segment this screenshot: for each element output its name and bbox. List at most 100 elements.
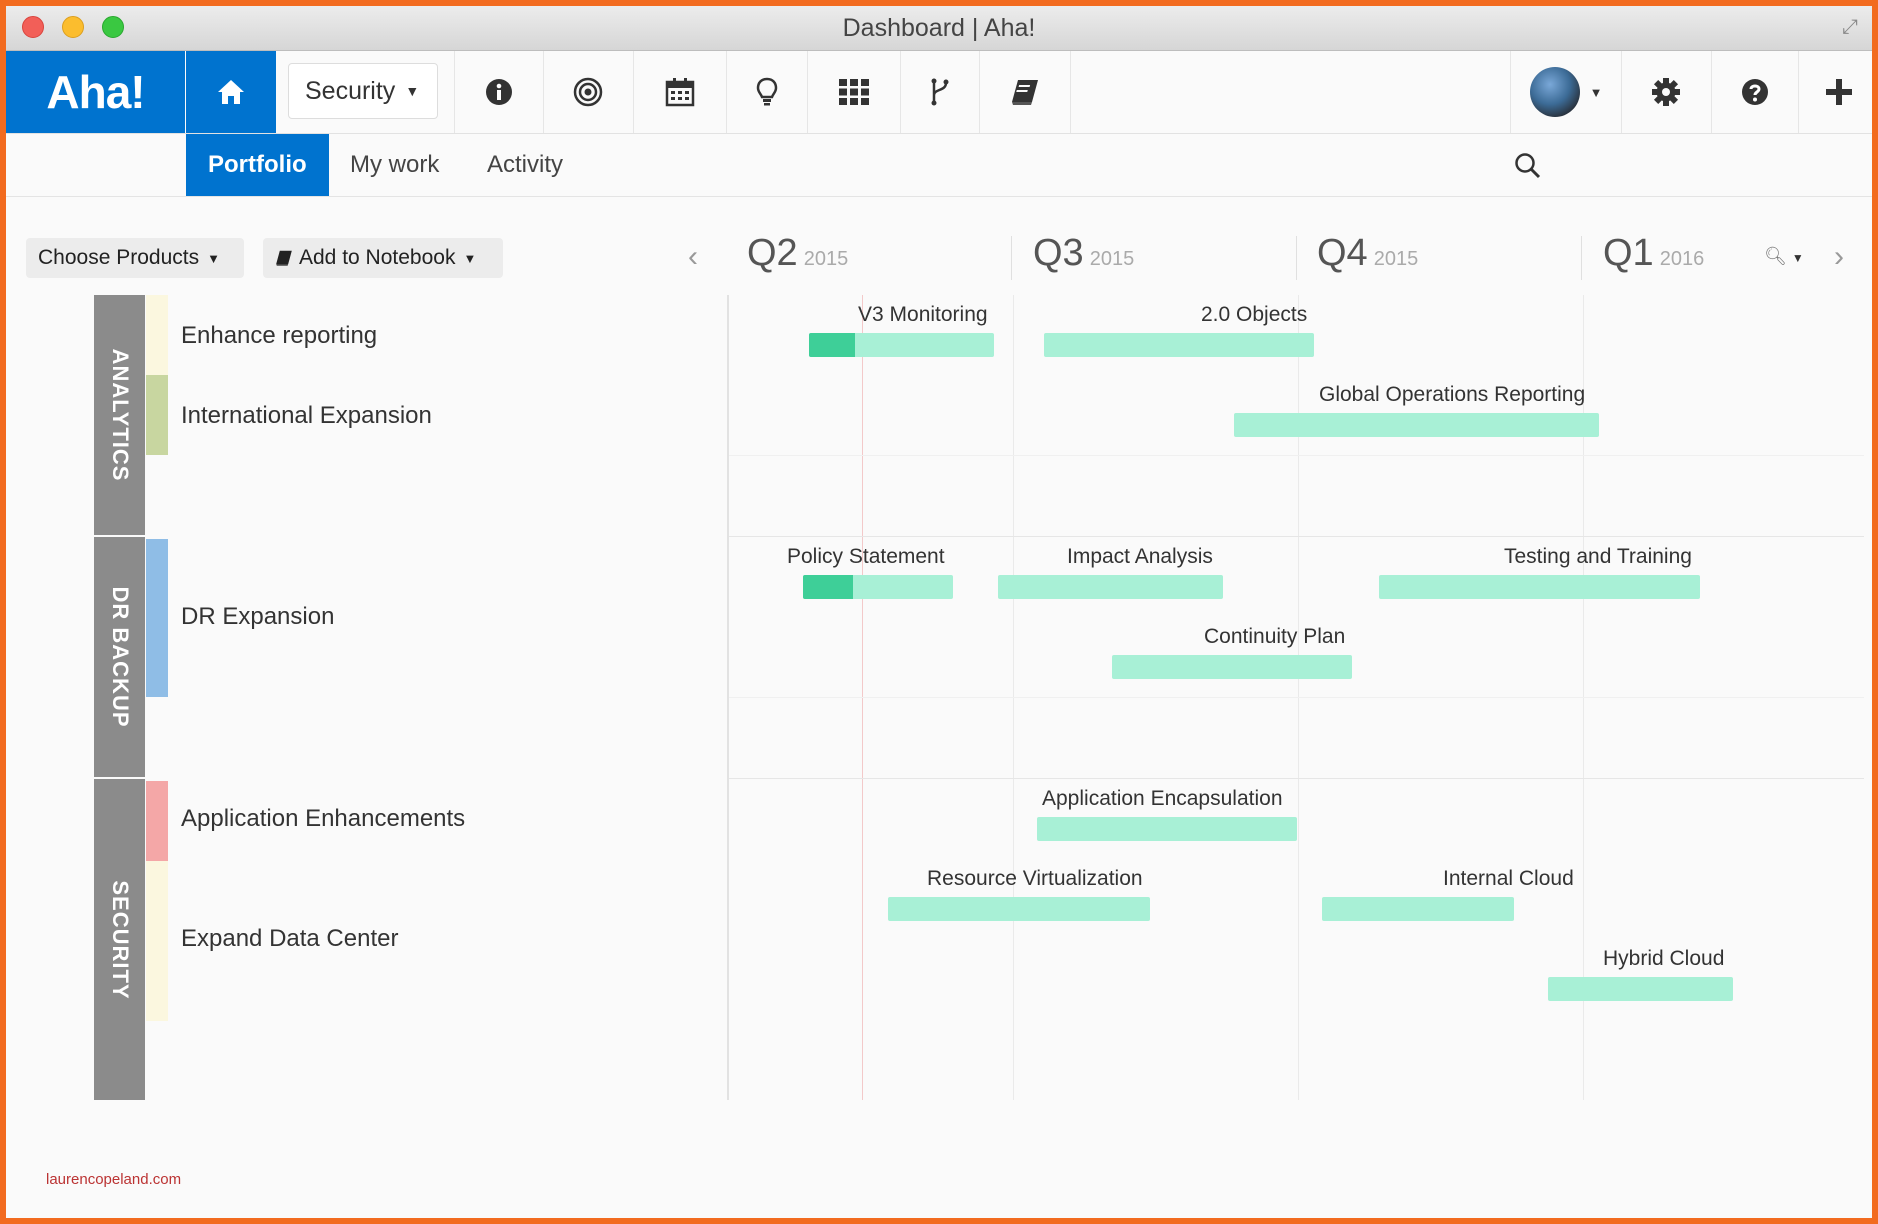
minimize-window-button[interactable] xyxy=(62,16,84,38)
settings-button[interactable] xyxy=(1621,51,1712,133)
quarter-divider xyxy=(1011,236,1012,280)
initiative-color-strip xyxy=(146,861,168,1021)
bar-label: Internal Cloud xyxy=(1443,867,1574,890)
home-button[interactable] xyxy=(186,51,276,133)
notebooks-button[interactable] xyxy=(980,51,1071,133)
top-navbar: Aha! Security ▼ ▼ xyxy=(6,51,1872,134)
watermark-text: laurencopeland.com xyxy=(46,1171,182,1188)
quarter-year: 2015 xyxy=(803,248,849,270)
bar-progress xyxy=(803,575,853,599)
notebook-icon xyxy=(1012,80,1038,105)
section-divider xyxy=(729,778,1864,779)
quarter-label: Q4 xyxy=(1317,232,1368,274)
fullscreen-icon[interactable]: ⤢ xyxy=(1842,16,1858,38)
bar-progress xyxy=(809,333,856,357)
title-bar: Dashboard | Aha! ⤢ xyxy=(6,6,1872,51)
chevron-down-icon: ▼ xyxy=(1791,251,1804,265)
gear-icon xyxy=(1652,78,1680,106)
quarter-year: 2015 xyxy=(1089,248,1135,270)
user-menu-button[interactable]: ▼ xyxy=(1510,51,1622,133)
zoom-window-button[interactable] xyxy=(102,16,124,38)
avatar xyxy=(1529,67,1580,117)
release-bar-v3-monitoring[interactable] xyxy=(809,333,994,357)
add-to-notebook-button[interactable]: Add to Notebook ▼ xyxy=(263,238,503,278)
zoom-menu-button[interactable]: 🔍︎ ▼ xyxy=(1764,246,1804,267)
help-button[interactable] xyxy=(1712,51,1799,133)
calendar-button[interactable] xyxy=(634,51,727,133)
chevron-right-icon: › xyxy=(1834,240,1844,273)
release-bar-application-encapsulation[interactable] xyxy=(1037,817,1297,841)
search-button[interactable] xyxy=(1514,152,1542,185)
tab-portfolio[interactable]: Portfolio xyxy=(186,134,329,196)
initiative-enhance-reporting[interactable]: Enhance reporting xyxy=(181,322,378,349)
integrations-button[interactable] xyxy=(901,51,980,133)
release-bar-policy-statement[interactable] xyxy=(803,575,953,599)
section-label-analytics: ANALYTICS xyxy=(94,295,145,535)
release-bar-global-operations-reporting[interactable] xyxy=(1234,413,1599,437)
quarter-divider xyxy=(1581,236,1582,280)
add-to-notebook-label: Add to Notebook xyxy=(299,246,456,269)
chevron-left-icon: ‹ xyxy=(688,240,698,273)
release-bar-resource-virtualization[interactable] xyxy=(888,897,1150,921)
tab-my-work[interactable]: My work xyxy=(350,151,440,178)
section-label-dr-backup: DR BACKUP xyxy=(94,537,145,777)
chevron-down-icon: ▼ xyxy=(405,83,420,99)
roadmap-timeline: V3 Monitoring 2.0 Objects Global Operati… xyxy=(727,295,1864,1100)
add-button[interactable] xyxy=(1799,51,1878,133)
initiative-international-expansion[interactable]: International Expansion xyxy=(181,402,432,429)
calendar-icon xyxy=(665,78,695,107)
close-window-button[interactable] xyxy=(22,16,44,38)
quarter-label: Q1 xyxy=(1603,232,1654,274)
quarter-year: 2016 xyxy=(1659,248,1705,270)
bar-label: Resource Virtualization xyxy=(927,867,1143,890)
release-bar-impact-analysis[interactable] xyxy=(998,575,1223,599)
release-bar-2-0-objects[interactable] xyxy=(1044,333,1314,357)
grid-icon xyxy=(839,79,869,105)
quarter-label: Q2 xyxy=(747,232,798,274)
bar-label: Policy Statement xyxy=(787,545,945,568)
initiatives-panel: ANALYTICS Enhance reporting Internationa… xyxy=(94,295,724,1100)
section-label-text: DR BACKUP xyxy=(107,586,133,728)
target-icon xyxy=(573,77,603,107)
bar-label: Global Operations Reporting xyxy=(1319,383,1586,406)
choose-products-button[interactable]: Choose Products ▼ xyxy=(26,238,244,278)
aha-logo[interactable]: Aha! xyxy=(6,51,185,133)
release-bar-testing-and-training[interactable] xyxy=(1379,575,1700,599)
release-bar-continuity-plan[interactable] xyxy=(1112,655,1352,679)
initiative-color-strip xyxy=(146,781,168,861)
section-label-text: SECURITY xyxy=(107,879,133,1000)
bar-label: Impact Analysis xyxy=(1067,545,1213,568)
goals-button[interactable] xyxy=(543,51,634,133)
help-icon xyxy=(1742,79,1768,105)
timeline-prev-button[interactable]: ‹ xyxy=(688,240,698,274)
window-title: Dashboard | Aha! xyxy=(842,14,1036,42)
release-bar-internal-cloud[interactable] xyxy=(1322,897,1514,921)
search-icon xyxy=(1515,153,1541,179)
features-button[interactable] xyxy=(808,51,901,133)
product-select[interactable]: Security ▼ xyxy=(288,63,438,119)
quarter-label: Q3 xyxy=(1033,232,1084,274)
chevron-down-icon: ▼ xyxy=(1589,84,1603,100)
initiative-application-enhancements[interactable]: Application Enhancements xyxy=(181,805,466,832)
bar-label: Hybrid Cloud xyxy=(1603,947,1725,970)
section-divider xyxy=(729,536,1864,537)
info-button[interactable] xyxy=(454,51,544,133)
bar-label: Testing and Training xyxy=(1504,545,1692,568)
initiative-color-strip xyxy=(146,295,168,375)
release-bar-hybrid-cloud[interactable] xyxy=(1548,977,1733,1001)
tab-activity[interactable]: Activity xyxy=(487,151,564,178)
initiative-expand-data-center[interactable]: Expand Data Center xyxy=(181,925,399,952)
plus-icon xyxy=(1826,79,1852,105)
initiative-dr-expansion[interactable]: DR Expansion xyxy=(181,603,335,630)
quarter-divider xyxy=(1296,236,1297,280)
notebook-icon xyxy=(276,250,292,266)
ideas-button[interactable] xyxy=(727,51,808,133)
lightbulb-icon xyxy=(756,77,778,106)
timeline-next-button[interactable]: › xyxy=(1834,240,1844,274)
quarter-year: 2015 xyxy=(1373,248,1419,270)
choose-products-label: Choose Products xyxy=(38,246,200,269)
